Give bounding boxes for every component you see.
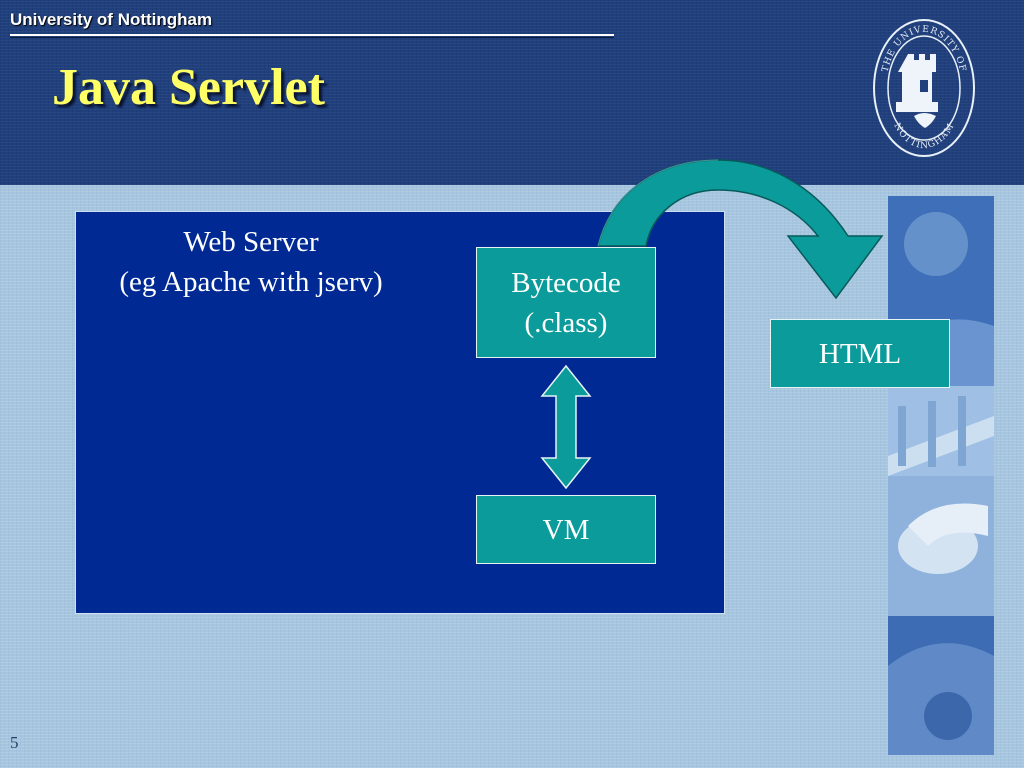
slide-number: 5 — [10, 733, 19, 752]
bytecode-box: Bytecode (.class) — [476, 247, 656, 358]
vm-label: VM — [542, 513, 590, 546]
slide-title: Java Servlet — [52, 59, 325, 116]
web-server-title: Web Server — [183, 226, 319, 258]
decorative-photo-strip — [888, 196, 994, 755]
html-output-box: HTML — [770, 319, 950, 388]
html-label: HTML — [818, 337, 902, 370]
header-band — [0, 0, 1024, 185]
university-name: University of Nottingham — [10, 10, 213, 29]
header-divider-shadow — [10, 37, 614, 38]
web-server-example: (eg Apache with jserv) — [119, 266, 383, 298]
vm-box: VM — [476, 495, 656, 564]
university-crest-logo: THE UNIVERSITY OF NOTTINGHAM — [873, 19, 975, 157]
bytecode-label: Bytecode — [511, 266, 621, 299]
header-divider — [10, 34, 614, 36]
bytecode-extension: (.class) — [524, 306, 608, 339]
web-server-label: Web Server (eg Apache with jserv) — [76, 222, 426, 302]
